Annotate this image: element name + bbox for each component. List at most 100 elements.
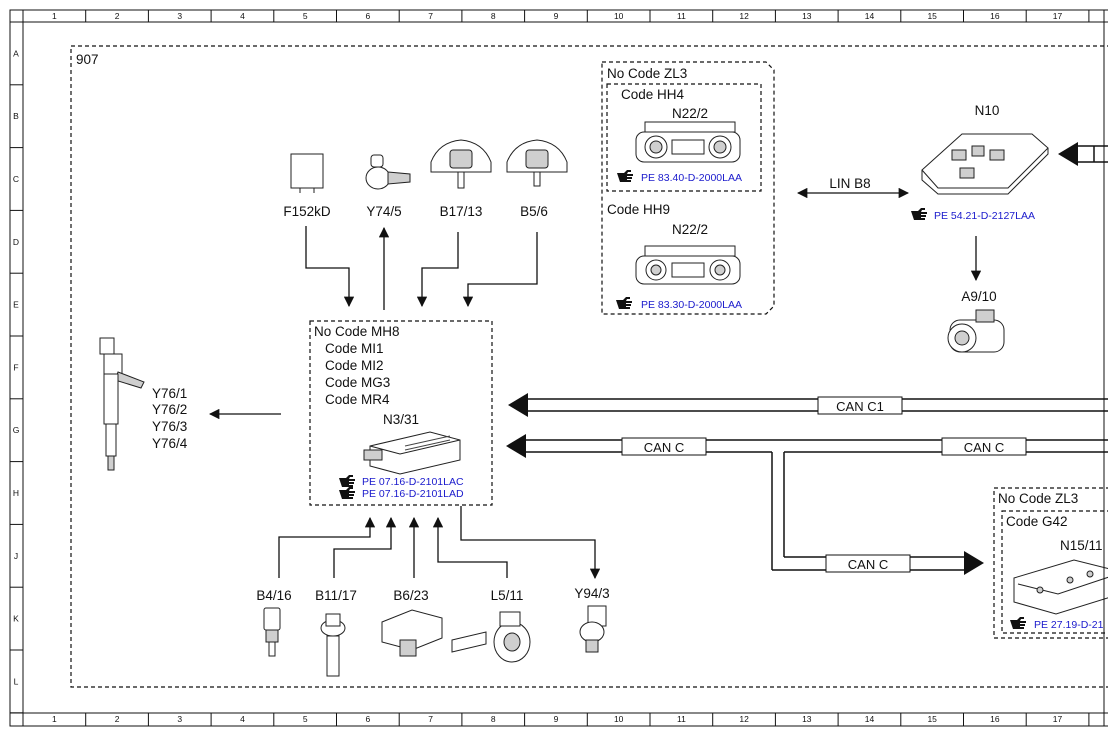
- sensor-label-f152kd: F152kD: [283, 204, 331, 219]
- transmission-reference-link[interactable]: PE 27.19-D-21: [1034, 619, 1104, 631]
- climate-reference-link[interactable]: PE 83.30-D-2000LAA: [641, 299, 742, 311]
- sheet-frame: [9, 9, 1114, 727]
- grid-column-label: 5: [303, 11, 308, 21]
- climate-unit-code: Code HH4: [621, 87, 685, 102]
- grid-column-label: 4: [240, 714, 245, 724]
- grid-column-label: 9: [554, 714, 559, 724]
- grid-column-label: 14: [865, 11, 875, 21]
- pointing-hand-icon: [616, 297, 632, 309]
- sensor-b11-17-icon: [320, 613, 346, 677]
- pointing-hand-icon: [339, 487, 355, 499]
- grid-column-label: 5: [303, 714, 308, 724]
- grid-column-label: 6: [366, 714, 371, 724]
- grid-column-label: 11: [677, 11, 686, 21]
- can-c-label-box: [621, 437, 707, 456]
- climate-unit-id: N22/2: [672, 222, 708, 237]
- can-c-label: CAN C: [644, 440, 684, 455]
- transmission-group-label: No Code ZL3: [998, 491, 1078, 506]
- sensor-label-b5-6: B5/6: [520, 204, 548, 219]
- sensor-l5-11-icon: [451, 611, 531, 663]
- can-c-label-box: [941, 437, 1027, 456]
- sensor-b4-16-icon: [263, 607, 281, 657]
- sensor-label-y94-3: Y94/3: [574, 586, 609, 601]
- grid-column-label: 17: [1053, 714, 1063, 724]
- grid-column-label: 13: [802, 11, 812, 21]
- can-c1-label: CAN C1: [836, 399, 884, 414]
- grid-column-label: 10: [614, 714, 624, 724]
- sensor-b6-23-icon: [381, 609, 443, 657]
- valve-y94-3-icon: [579, 605, 607, 653]
- grid-row-label: H: [13, 488, 19, 498]
- ecu-control-unit-icon: [363, 431, 461, 475]
- sensor-label-b11-17: B11/17: [315, 588, 357, 603]
- wires-bottom-sensors: [278, 506, 601, 580]
- grid-row-label: E: [13, 300, 19, 310]
- ecu-code-line: Code MR4: [325, 392, 390, 407]
- grid-column-label: 7: [428, 11, 433, 21]
- ac-compressor-icon: [947, 309, 1005, 353]
- grid-row-label: G: [13, 425, 20, 435]
- can-c-label: CAN C: [848, 557, 888, 572]
- injector-label: Y76/1: [152, 386, 187, 401]
- compressor-id: A9/10: [961, 289, 996, 304]
- grid-column-label: 6: [366, 11, 371, 21]
- grid-column-label: 8: [491, 11, 496, 21]
- grid-column-label: 14: [865, 714, 875, 724]
- climate-group-boundary: [601, 61, 775, 315]
- lin-label: LIN B8: [829, 176, 870, 191]
- ecu-code-line: Code MI1: [325, 341, 384, 356]
- grid-row-label: B: [13, 111, 19, 121]
- grid-column-label: 17: [1053, 11, 1063, 21]
- ecu-reference-link[interactable]: PE 07.16-D-2101LAC: [362, 476, 464, 488]
- sensor-label-b4-16: B4/16: [256, 588, 291, 603]
- transmission-unit-box: [1001, 510, 1114, 634]
- climate-control-panel-icon: [635, 245, 741, 285]
- wires-top-sensors: [305, 226, 538, 310]
- grid-column-label: 16: [990, 714, 1000, 724]
- climate-unit-code: Code HH9: [607, 202, 670, 217]
- ecu-n3-31-box: [309, 320, 493, 506]
- sensor-label-b6-23: B6/23: [393, 588, 428, 603]
- module-label-907: 907: [76, 52, 99, 67]
- transmission-group-boundary: [993, 487, 1114, 639]
- ecu-code-line: Code MI2: [325, 358, 384, 373]
- climate-unit-hh4-box: [606, 83, 762, 192]
- pointing-hand-icon: [1010, 617, 1026, 629]
- injector-label: Y76/3: [152, 419, 187, 434]
- pointing-hand-icon: [911, 208, 927, 220]
- grid-row-label: C: [13, 174, 19, 184]
- grid-column-label: 3: [177, 11, 182, 21]
- climate-unit-id: N22/2: [672, 106, 708, 121]
- incoming-bus-arrow: [1058, 142, 1114, 166]
- ecu-id: N3/31: [383, 412, 419, 427]
- grid-column-label: 15: [927, 714, 937, 724]
- grid-column-label: 15: [927, 11, 937, 21]
- grid-column-label: 12: [739, 11, 749, 21]
- grid-column-label: 3: [177, 714, 182, 724]
- grid-column-label: 2: [115, 11, 120, 21]
- grid-column-label: 9: [554, 11, 559, 21]
- module-boundary-907: [70, 45, 1114, 688]
- climate-reference-link[interactable]: PE 83.40-D-2000LAA: [641, 172, 742, 184]
- can-c1-label-box: [817, 396, 903, 415]
- grid-column-label: 4: [240, 11, 245, 21]
- ecu-reference-link[interactable]: PE 07.16-D-2101LAD: [362, 488, 464, 500]
- pointing-hand-icon: [617, 170, 633, 182]
- can-c-label: CAN C: [964, 440, 1004, 455]
- grid-row-label: D: [13, 237, 19, 247]
- grid-column-label: 13: [802, 714, 812, 724]
- n10-reference-link[interactable]: PE 54.21-D-2127LAA: [934, 210, 1035, 222]
- can-c-label-box: [825, 554, 911, 573]
- pointing-hand-icon: [339, 475, 355, 487]
- grid-column-label: 16: [990, 11, 1000, 21]
- injector-label: Y76/4: [152, 436, 188, 451]
- ecu-code-line: No Code MH8: [314, 324, 400, 339]
- can-c1-bus: [508, 393, 1114, 417]
- sensor-label-l5-11: L5/11: [491, 588, 524, 603]
- grid-column-label: 12: [739, 714, 749, 724]
- transmission-control-unit-icon: [1013, 559, 1114, 615]
- ecu-code-line: Code MG3: [325, 375, 390, 390]
